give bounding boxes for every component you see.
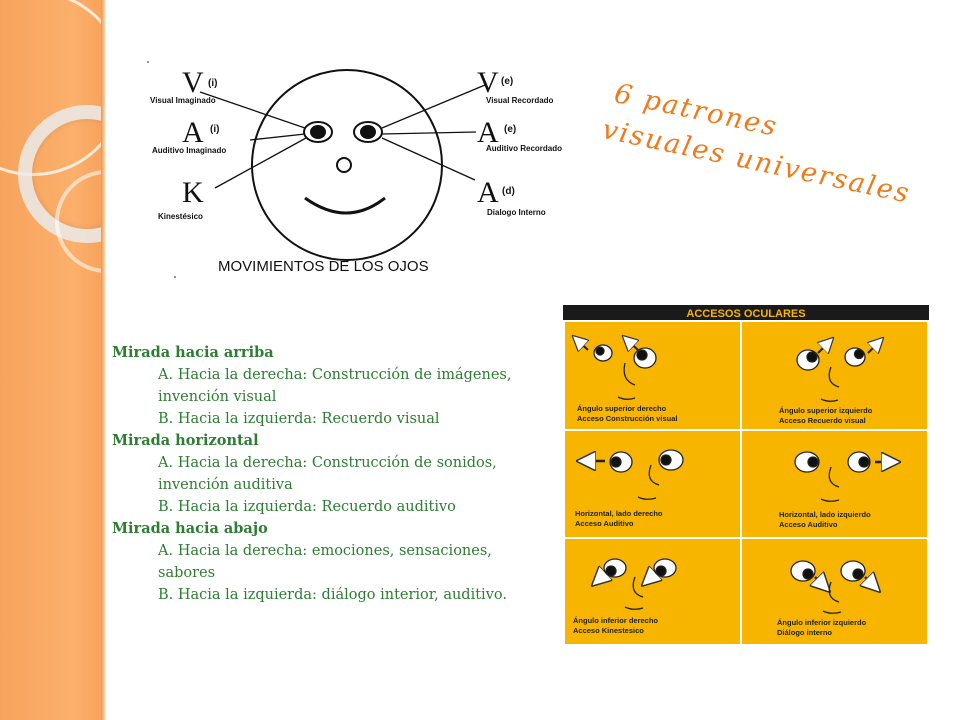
label-sub: (i) <box>208 78 218 89</box>
pointer-line <box>199 91 306 129</box>
slide-headline: 6 patrones visuales universales <box>600 78 946 248</box>
pointer-line <box>381 84 486 129</box>
cell-horizontal-left <box>794 451 896 502</box>
label-sub: (e) <box>504 124 517 135</box>
pointer-line <box>249 133 306 141</box>
list-item: B. Hacia la izquierda: diálogo interior,… <box>158 587 507 603</box>
cell-caption: Acceso Construcción visual <box>577 414 677 423</box>
cell-caption: Acceso Auditivo <box>779 520 838 529</box>
eye-access-chart: ACCESOS OCULARES Ángulo superior derecho… <box>563 305 929 646</box>
nose <box>336 157 352 173</box>
panel-background <box>563 305 929 646</box>
label-sub: (d) <box>502 186 515 197</box>
cell-caption: Ángulo inferior izquierdo <box>777 618 867 627</box>
list-item: A. Hacia la derecha: Construcción de son… <box>158 455 497 493</box>
face-drawing <box>147 61 486 278</box>
label-letter: A <box>477 116 499 149</box>
eye-access-panel: ACCESOS OCULARES Ángulo superior derecho… <box>563 305 929 646</box>
list-item: B. Hacia la izquierda: Recuerdo auditivo <box>158 499 456 515</box>
cell-caption: Horizontal, lado izquierdo <box>779 510 871 519</box>
cell-caption: Horizontal, lado derecho <box>575 509 663 518</box>
cell-caption: Acceso Auditivo <box>575 519 634 528</box>
list-item: A. Hacia la derecha: Construcción de imá… <box>158 367 512 405</box>
label-sub: (i) <box>210 124 220 135</box>
pointer-line <box>381 137 476 181</box>
mouth <box>304 196 386 215</box>
section-heading: Mirada hacia arriba <box>112 344 274 361</box>
label-sub: (e) <box>501 76 514 87</box>
label-caption: Auditivo Imaginado <box>152 146 227 155</box>
label-caption: Visual Recordado <box>486 96 554 105</box>
label-letter: V <box>477 66 499 99</box>
left-pupil <box>310 125 326 139</box>
label-letter: A <box>182 116 204 149</box>
band-edge <box>101 0 105 720</box>
section-heading: Mirada hacia abajo <box>112 520 268 537</box>
cell-lower-right <box>595 558 677 610</box>
cell-caption: Acceso Kinestesico <box>573 626 644 635</box>
cell-caption: Ángulo superior izquierdo <box>779 406 873 415</box>
label-caption: Kinestésico <box>158 212 203 221</box>
list-item: B. Hacia la izquierda: Recuerdo visual <box>158 411 440 427</box>
label-caption: Dialogo Interno <box>487 208 546 217</box>
diagram-title: MOVIMIENTOS DE LOS OJOS <box>218 258 429 275</box>
pointer-line <box>214 137 307 189</box>
cell-caption: Acceso Recuerdo visual <box>779 416 866 425</box>
list-item: A. Hacia la derecha: emociones, sensacio… <box>158 543 492 581</box>
right-pupil <box>360 125 376 139</box>
label-letter: V <box>182 66 204 99</box>
panel-title-bar <box>563 305 929 321</box>
cell-caption: Ángulo superior derecho <box>577 404 667 413</box>
panel-grid <box>563 320 929 646</box>
cell-caption: Ángulo inferior derecho <box>573 616 658 625</box>
cell-upper-left <box>796 340 881 402</box>
cell-caption: Diálogo interno <box>777 628 832 637</box>
section-heading: Mirada horizontal <box>112 432 259 449</box>
label-letter: K <box>182 176 204 209</box>
label-letter: A <box>477 176 499 209</box>
left-decorative-band <box>0 0 105 720</box>
label-caption: Visual Imaginado <box>150 96 216 105</box>
gaze-description-list: Mirada hacia arriba A. Hacia la derecha:… <box>112 342 552 606</box>
eye-movement-diagram: V (i) Visual Imaginado A (i) Auditivo Im… <box>140 50 600 290</box>
cell-horizontal-right <box>581 449 684 500</box>
label-caption: Auditivo Recordado <box>486 144 563 153</box>
pointer-line <box>381 131 477 135</box>
cell-lower-left <box>790 560 877 614</box>
panel-title: ACCESOS OCULARES <box>686 308 805 320</box>
cell-upper-right <box>575 338 657 400</box>
